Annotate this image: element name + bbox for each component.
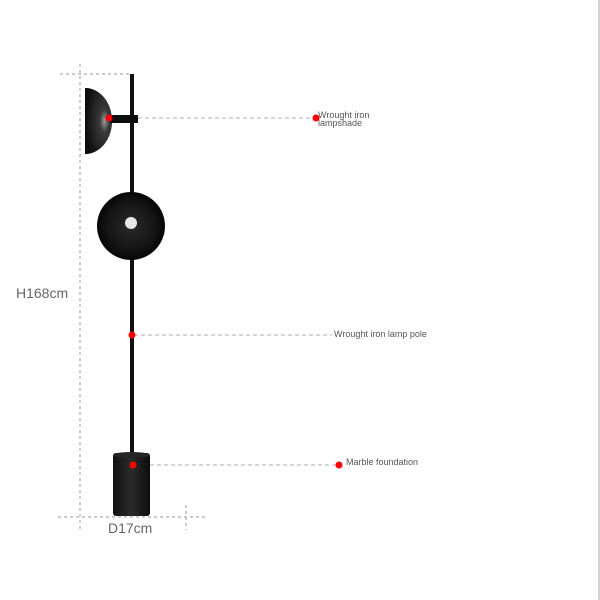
lampshade-upper — [85, 88, 138, 154]
callout-lampshade-line1: Wrought iron — [318, 110, 370, 120]
marker-foundation — [129, 461, 137, 469]
callout-foundation: Marble foundation — [346, 457, 419, 467]
height-dimension-lines — [58, 64, 206, 530]
callout-markers — [105, 114, 343, 469]
marker-foundation-end — [335, 461, 343, 469]
marker-pole — [128, 331, 136, 339]
marker-lampshade — [105, 114, 113, 122]
callout-lampshade-line2: lampshade — [318, 118, 363, 128]
lamp-pole — [130, 74, 134, 464]
marker-lampshade-end — [312, 114, 320, 122]
callout-guide-lines — [134, 117, 338, 466]
height-dimension-label: H168cm — [16, 285, 69, 301]
right-border — [598, 0, 600, 600]
diameter-dimension-label: D17cm — [108, 520, 153, 536]
lampshade-disc — [97, 192, 165, 260]
callout-pole: Wrought iron lamp pole — [334, 329, 427, 339]
callout-lampshade: Wrought iron lampshade — [318, 110, 370, 128]
marble-base — [113, 452, 150, 516]
